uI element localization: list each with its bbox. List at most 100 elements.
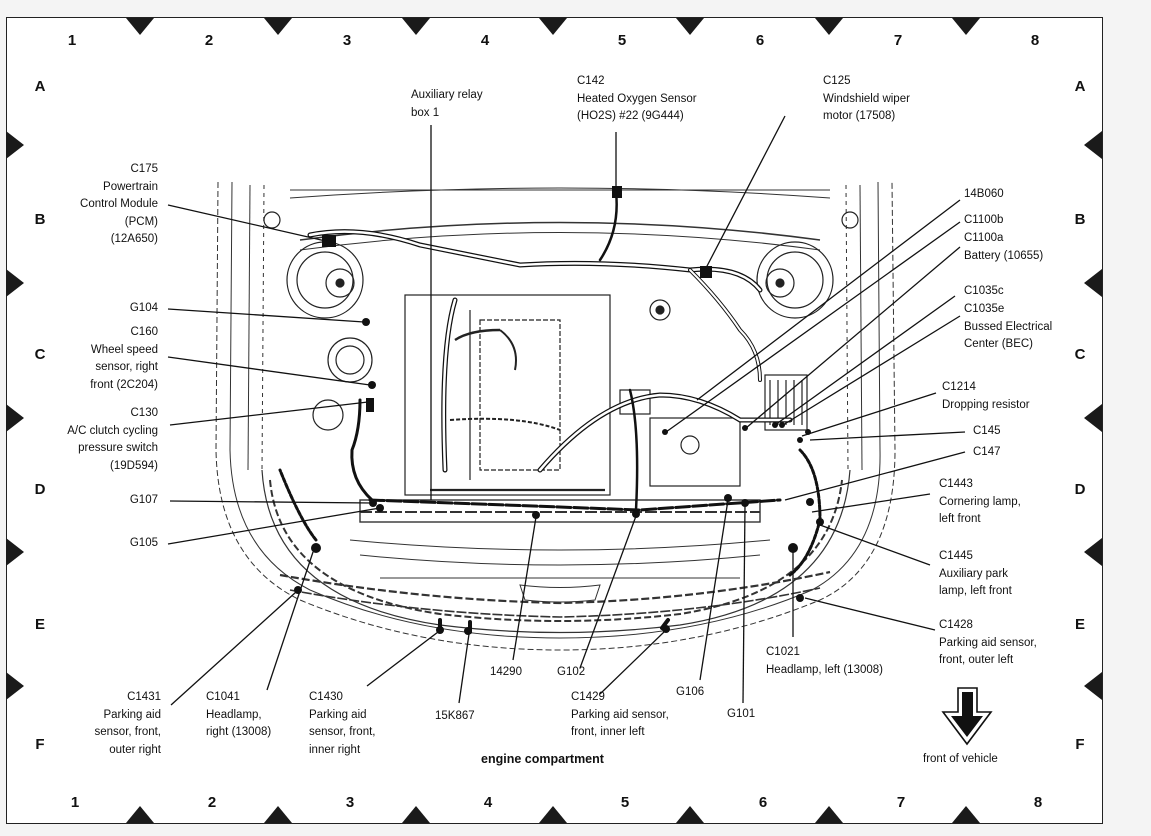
callout-description: inner right: [309, 743, 361, 756]
leader-c1035c: [774, 295, 956, 426]
callout-description: motor (17508): [823, 110, 896, 122]
grid-marker-triangle: [402, 18, 430, 35]
callout-description: outer right: [109, 743, 161, 756]
callout-description: Cornering lamp,: [939, 495, 1021, 508]
grid-column-label: 3: [342, 32, 352, 49]
vehicle-outline: [215, 181, 896, 651]
callout-id: G104: [129, 302, 158, 314]
leader-14290: [512, 516, 537, 661]
grid-column-label: 8: [1030, 32, 1040, 49]
grid-marker-triangle: [539, 18, 567, 35]
callout-g105: G105: [130, 535, 158, 553]
grid-row-label: F: [35, 736, 45, 753]
callout-id: C1035c: [964, 285, 1004, 297]
callout-description: Dropping resistor: [942, 398, 1030, 411]
callout-description: Wheel speed: [90, 343, 158, 356]
callout-description: sensor, front,: [309, 726, 376, 738]
callout-id: G106: [676, 686, 705, 698]
callout-description: lamp, left front: [939, 585, 1012, 597]
grid-marker-triangle: [264, 18, 292, 35]
grid-marker-triangle: [264, 806, 292, 823]
grid-column-label: 1: [70, 794, 80, 811]
callout-15k867: 15K867: [435, 708, 475, 726]
grid-marker-triangle: [815, 18, 843, 35]
grid-column-label: 5: [617, 32, 627, 49]
grid-row-label: F: [1075, 736, 1085, 753]
grid-marker-triangle: [402, 806, 430, 823]
leader-g101: [742, 504, 746, 704]
front-of-vehicle-label: front of vehicle: [923, 753, 998, 765]
callout-c147: C147: [973, 444, 1001, 462]
callout-id: Auxiliary relay: [411, 89, 483, 101]
callout-description: Parking aid: [103, 708, 161, 721]
callout-description: Parking aid: [309, 708, 367, 721]
callout-description: sensor, front,: [94, 726, 161, 738]
callout-description: right (13008): [206, 726, 272, 738]
leader-c147: [784, 451, 966, 501]
callout-description: pressure switch: [78, 442, 158, 454]
callout-id: 14B060: [964, 188, 1004, 200]
leader-c1443: [811, 493, 931, 513]
leader-c145: [809, 431, 966, 441]
callout-description: box 1: [411, 106, 440, 119]
callout-description: Parking aid sensor,: [939, 636, 1037, 649]
leader-15k867: [458, 633, 470, 704]
grid-markers: [6, 18, 1102, 823]
leader-lines: [167, 115, 966, 706]
grid-marker-triangle: [952, 18, 980, 35]
callout-g101: G101: [727, 706, 755, 724]
leader-c1445: [819, 524, 931, 566]
callout-id: C1035e: [964, 303, 1005, 315]
engine-block: [404, 294, 808, 496]
callout-id: C1431: [127, 691, 161, 703]
callout-id: C147: [973, 446, 1001, 458]
grid-marker-triangle: [815, 806, 843, 823]
callout-id: C175: [130, 163, 159, 175]
leader-c1041: [266, 551, 314, 691]
leader-c1428: [804, 597, 936, 631]
grid-row-label: D: [34, 481, 46, 498]
callout-id: C1445: [939, 550, 973, 562]
callout-description: Center (BEC): [964, 338, 1034, 350]
callout-g106: G106: [676, 684, 704, 702]
callout-id: C1428: [939, 619, 973, 631]
diagram-caption: engine compartment: [481, 752, 604, 766]
grid-marker-triangle: [1084, 672, 1102, 700]
grid-row-label: C: [1074, 346, 1086, 363]
callout-g102: G102: [557, 664, 585, 682]
callout-description: (HO2S) #22 (9G444): [577, 110, 684, 122]
callout-id: C1100b: [964, 214, 1004, 226]
callout-description: (19D594): [110, 459, 158, 472]
callout-id: G102: [557, 666, 586, 678]
callout-description: Headlamp,: [206, 708, 262, 721]
leader-c130: [169, 401, 369, 426]
grid-column-label: 1: [67, 32, 77, 49]
leader-c1429: [599, 631, 665, 695]
grid-marker-triangle: [6, 269, 24, 297]
callout-description: sensor, right: [95, 361, 158, 373]
callout-id: C1430: [309, 691, 343, 703]
grid-column-label: 5: [620, 794, 630, 811]
leader-c1430: [366, 631, 439, 687]
callout-description: front (2C204): [90, 378, 158, 391]
grid-column-label: 6: [755, 32, 765, 49]
grid-marker-triangle: [6, 538, 24, 566]
leader-c175: [167, 204, 331, 243]
leader-c1100b: [665, 221, 961, 433]
front-of-vehicle-arrow-icon: [941, 687, 993, 746]
leader-c1035e: [782, 315, 961, 426]
callout-c1100b: C1100b: [964, 212, 1003, 230]
callout-id: G101: [727, 708, 756, 720]
grid-marker-triangle: [126, 18, 154, 35]
grid-column-label: 4: [480, 32, 490, 49]
